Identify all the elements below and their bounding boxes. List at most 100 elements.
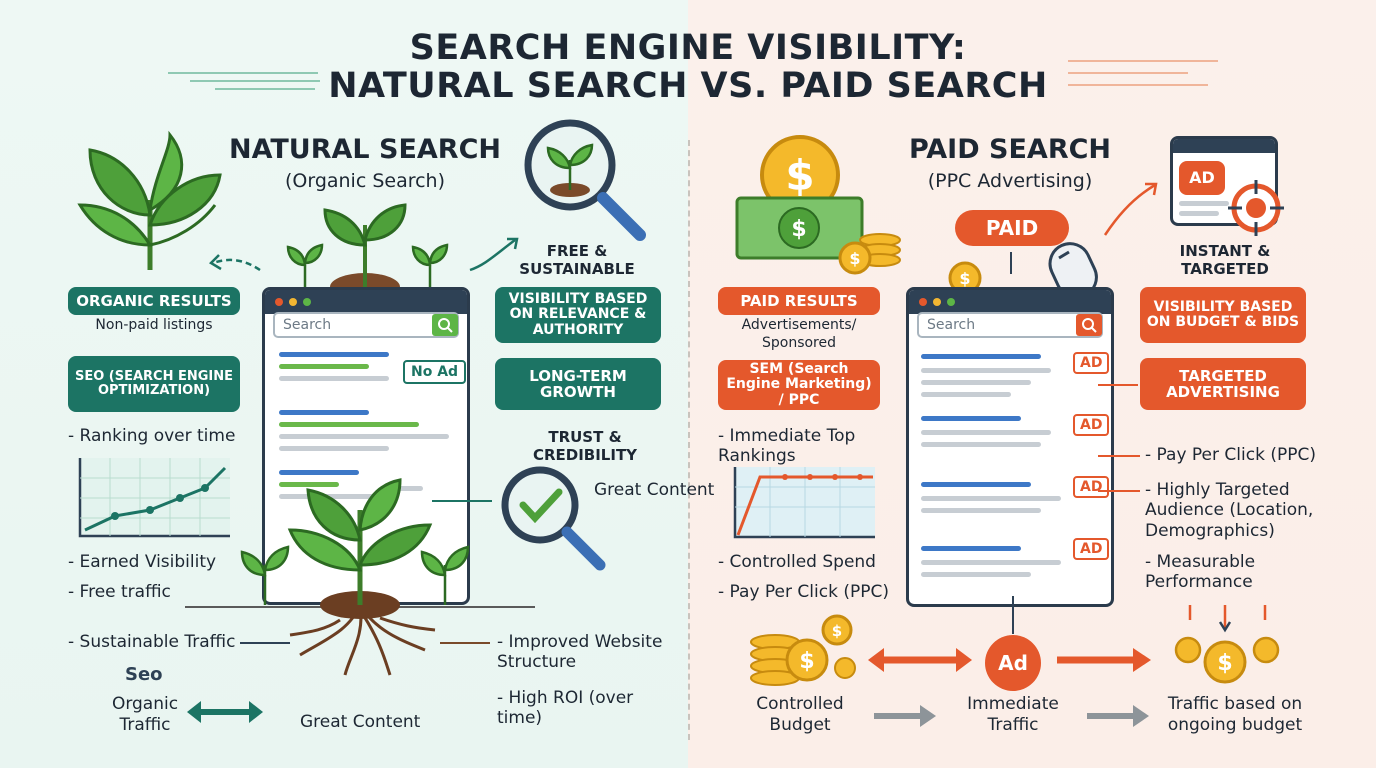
svg-text:$: $ [849,249,860,268]
improved-structure: - Improved Website Structure [497,632,663,673]
result-line [921,482,1031,487]
ppc-left: - Pay Per Click (PPC) [718,582,889,602]
arrow-icon [1103,182,1158,236]
window-dot [947,298,955,306]
result-line [921,430,1051,435]
result-line [279,376,389,381]
arrow-icon [208,254,261,272]
natural-subheading: (Organic Search) [284,170,446,192]
connector-line [432,500,492,502]
paid-search-input[interactable]: Search [917,312,1103,338]
connector-line [1098,490,1140,492]
plant-icon [77,130,222,270]
ad-badge: AD [1073,538,1110,560]
result-line [279,364,369,369]
result-line [1179,211,1219,216]
connector-line [1098,455,1140,457]
result-line [279,410,369,415]
banknote-icon: $ $ $ [735,135,901,275]
paid-subheading: (PPC Advertising) [927,170,1093,192]
trust-credibility-label: TRUST & CREDIBILITY [532,428,638,464]
great-content-right: Great Content [594,480,715,500]
magnifier-check-icon [501,466,606,571]
roots-icon [240,478,470,676]
controlled-budget: Controlled Budget [756,694,844,736]
arrow-icon [1087,705,1149,727]
result-line [921,572,1031,577]
long-term-growth-pill: LONG-TERM GROWTH [495,358,661,410]
natural-search-input[interactable]: Search [273,312,459,338]
growth-chart-icon [78,458,230,538]
great-content-bottom: Great Content [300,712,421,732]
result-line [279,470,359,475]
svg-text:$: $ [785,151,814,200]
immediate-traffic: Immediate Traffic [967,694,1059,736]
arrow-icon [187,701,263,723]
main-title-line1: SEARCH ENGINE VISIBILITY: [409,28,967,68]
svg-text:$: $ [791,217,806,242]
non-paid-label: Non-paid listings [95,317,213,333]
result-line [921,442,1041,447]
paid-results-browser: Search AD AD AD AD [906,287,1114,607]
search-button[interactable] [432,314,458,336]
targeted-advertising-pill: TARGETED ADVERTISING [1140,358,1306,410]
window-dot [919,298,927,306]
main-title-line2: NATURAL SEARCH VS. PAID SEARCH [328,66,1048,106]
natural-heading: NATURAL SEARCH [228,134,502,165]
window-dot [275,298,283,306]
sustainable-traffic: - Sustainable Traffic [68,632,236,652]
result-line [921,560,1061,565]
result-line [279,352,389,357]
organic-results-pill: ORGANIC RESULTS [68,287,240,315]
deco-line [1068,60,1218,62]
svg-text:$: $ [799,649,814,674]
seo-word: Seo [125,664,163,685]
browser-toolbar [909,290,1111,314]
coin-stack-icon: $ $ [750,614,856,686]
ad-badge: AD [1073,414,1110,436]
result-line [921,508,1041,513]
immediate-top-rankings: - Immediate Top Rankings [718,426,856,467]
seo-pill: SEO (SEARCH ENGINE OPTIMIZATION) [68,356,240,412]
deco-line [168,72,318,74]
paid-heading: PAID SEARCH [908,134,1112,165]
advertisements-label: Advertisements/ Sponsored [741,317,857,351]
search-button[interactable] [1076,314,1102,336]
result-line [279,482,339,487]
paid-results-pill: PAID RESULTS [718,287,880,315]
svg-text:$: $ [832,622,842,640]
visibility-budget-pill: VISIBILITY BASED ON BUDGET & BIDS [1140,287,1306,343]
browser-toolbar [1173,139,1275,153]
result-line [921,380,1031,385]
ad-badge: AD [1073,352,1110,374]
coin-stack-icon: $ [1174,605,1280,684]
paid-button[interactable]: PAID [955,210,1069,246]
search-icon [1082,318,1097,333]
connector-line [240,642,290,644]
svg-text:$: $ [1217,651,1232,676]
arrow-icon [469,237,519,272]
ppc-right: - Pay Per Click (PPC) [1145,445,1316,465]
svg-text:$: $ [959,269,970,288]
result-line [279,434,449,439]
ad-label: AD [1179,161,1225,195]
organic-traffic: Organic Traffic [111,694,179,736]
arrow-icon [1057,648,1151,672]
no-ad-badge: No Ad [403,360,467,384]
result-line [921,354,1041,359]
window-dot [303,298,311,306]
growth-chart-icon [733,467,875,539]
result-line [1179,201,1229,206]
free-sustainable-label: FREE & SUSTAINABLE [519,242,635,278]
deco-line [1068,72,1188,74]
deco-line [1068,84,1208,86]
window-dot [933,298,941,306]
center-divider [688,140,690,740]
window-dot [289,298,297,306]
result-line [921,546,1021,551]
result-line [279,446,389,451]
connector-line [1098,384,1138,386]
result-line [921,416,1021,421]
controlled-spend: - Controlled Spend [718,552,876,572]
arrow-icon [868,648,972,672]
